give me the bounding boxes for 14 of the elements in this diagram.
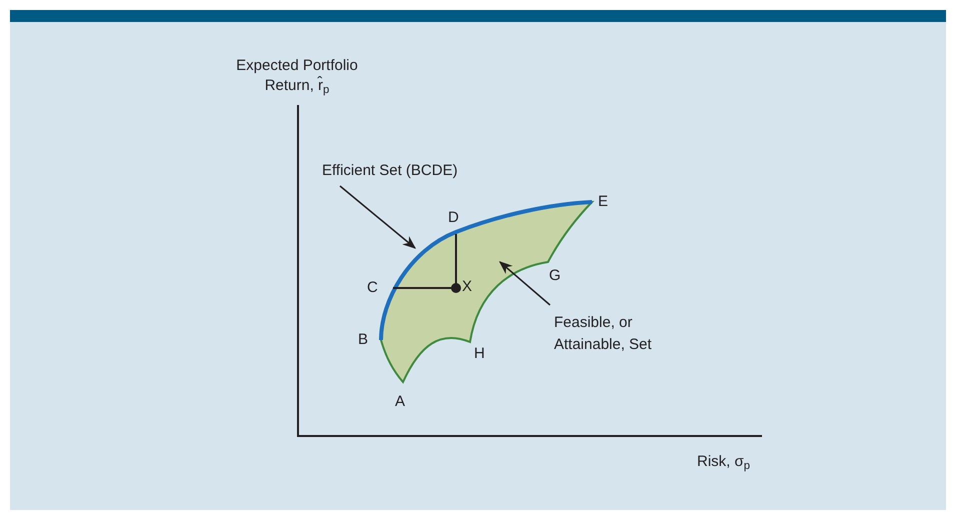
axis-label: Risk, σ$_{p}$: [697, 452, 750, 472]
point-label: H: [474, 344, 485, 364]
point-label: C: [367, 278, 378, 298]
leader-arrow: [340, 185, 416, 249]
point-label: E: [598, 192, 608, 212]
leader-arrow: [498, 261, 550, 306]
axis-label: Expected Portfolio Return, r̂$_{p}$: [235, 56, 359, 96]
point-label: A: [395, 392, 406, 412]
annotation-text: Efficient Set (BCDE): [322, 160, 502, 182]
point-label: B: [358, 330, 368, 350]
point-label: X: [462, 277, 472, 297]
annotation-text: Feasible, or Attainable, Set: [554, 312, 694, 356]
point-label: D: [448, 208, 459, 228]
point-label: G: [549, 266, 561, 286]
